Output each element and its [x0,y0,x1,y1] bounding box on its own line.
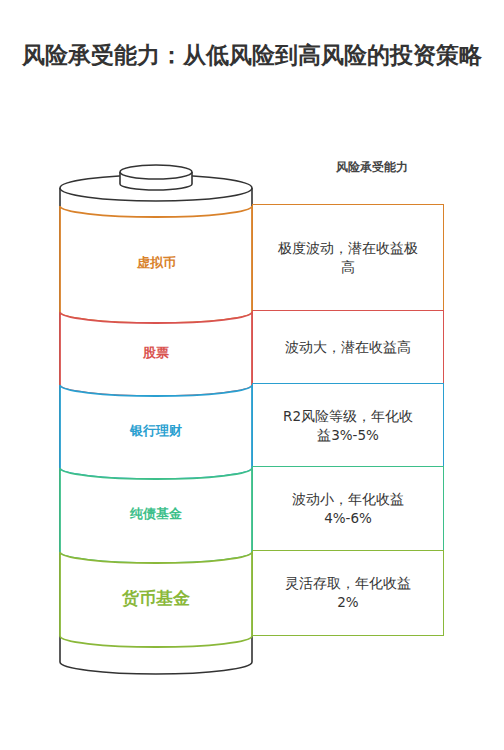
battery-band: 货币基金 [60,552,252,636]
band-label: 股票 [143,344,169,362]
diagram-title: 风险承受能力：从低风险到高风险的投资策略 [22,38,482,72]
description-box: 极度波动，潜在收益极高 [252,204,444,312]
description-text: R2风险等级，年化收益3%-5% [277,407,419,445]
description-text: 灵活存取，年化收益2% [277,574,419,612]
description-text: 极度波动，潜在收益极高 [277,239,419,277]
description-text: 波动小，年化收益4%-6% [277,490,419,528]
battery-band: 纯债基金 [60,468,252,552]
battery-band: 股票 [60,312,252,385]
description-box: 灵活存取，年化收益2% [252,550,444,636]
description-box: 波动大，潜在收益高 [252,310,444,385]
description-text: 波动大，潜在收益高 [285,338,411,357]
column-header: 风险承受能力 [300,159,444,176]
description-box: 波动小，年化收益4%-6% [252,466,444,552]
battery-band: 银行理财 [60,385,252,468]
band-label: 货币基金 [122,587,190,610]
band-label: 银行理财 [130,422,182,440]
band-label: 纯债基金 [130,505,182,523]
battery-band: 虚拟币 [60,206,252,312]
band-label: 虚拟币 [137,254,176,272]
description-box: R2风险等级，年化收益3%-5% [252,383,444,468]
